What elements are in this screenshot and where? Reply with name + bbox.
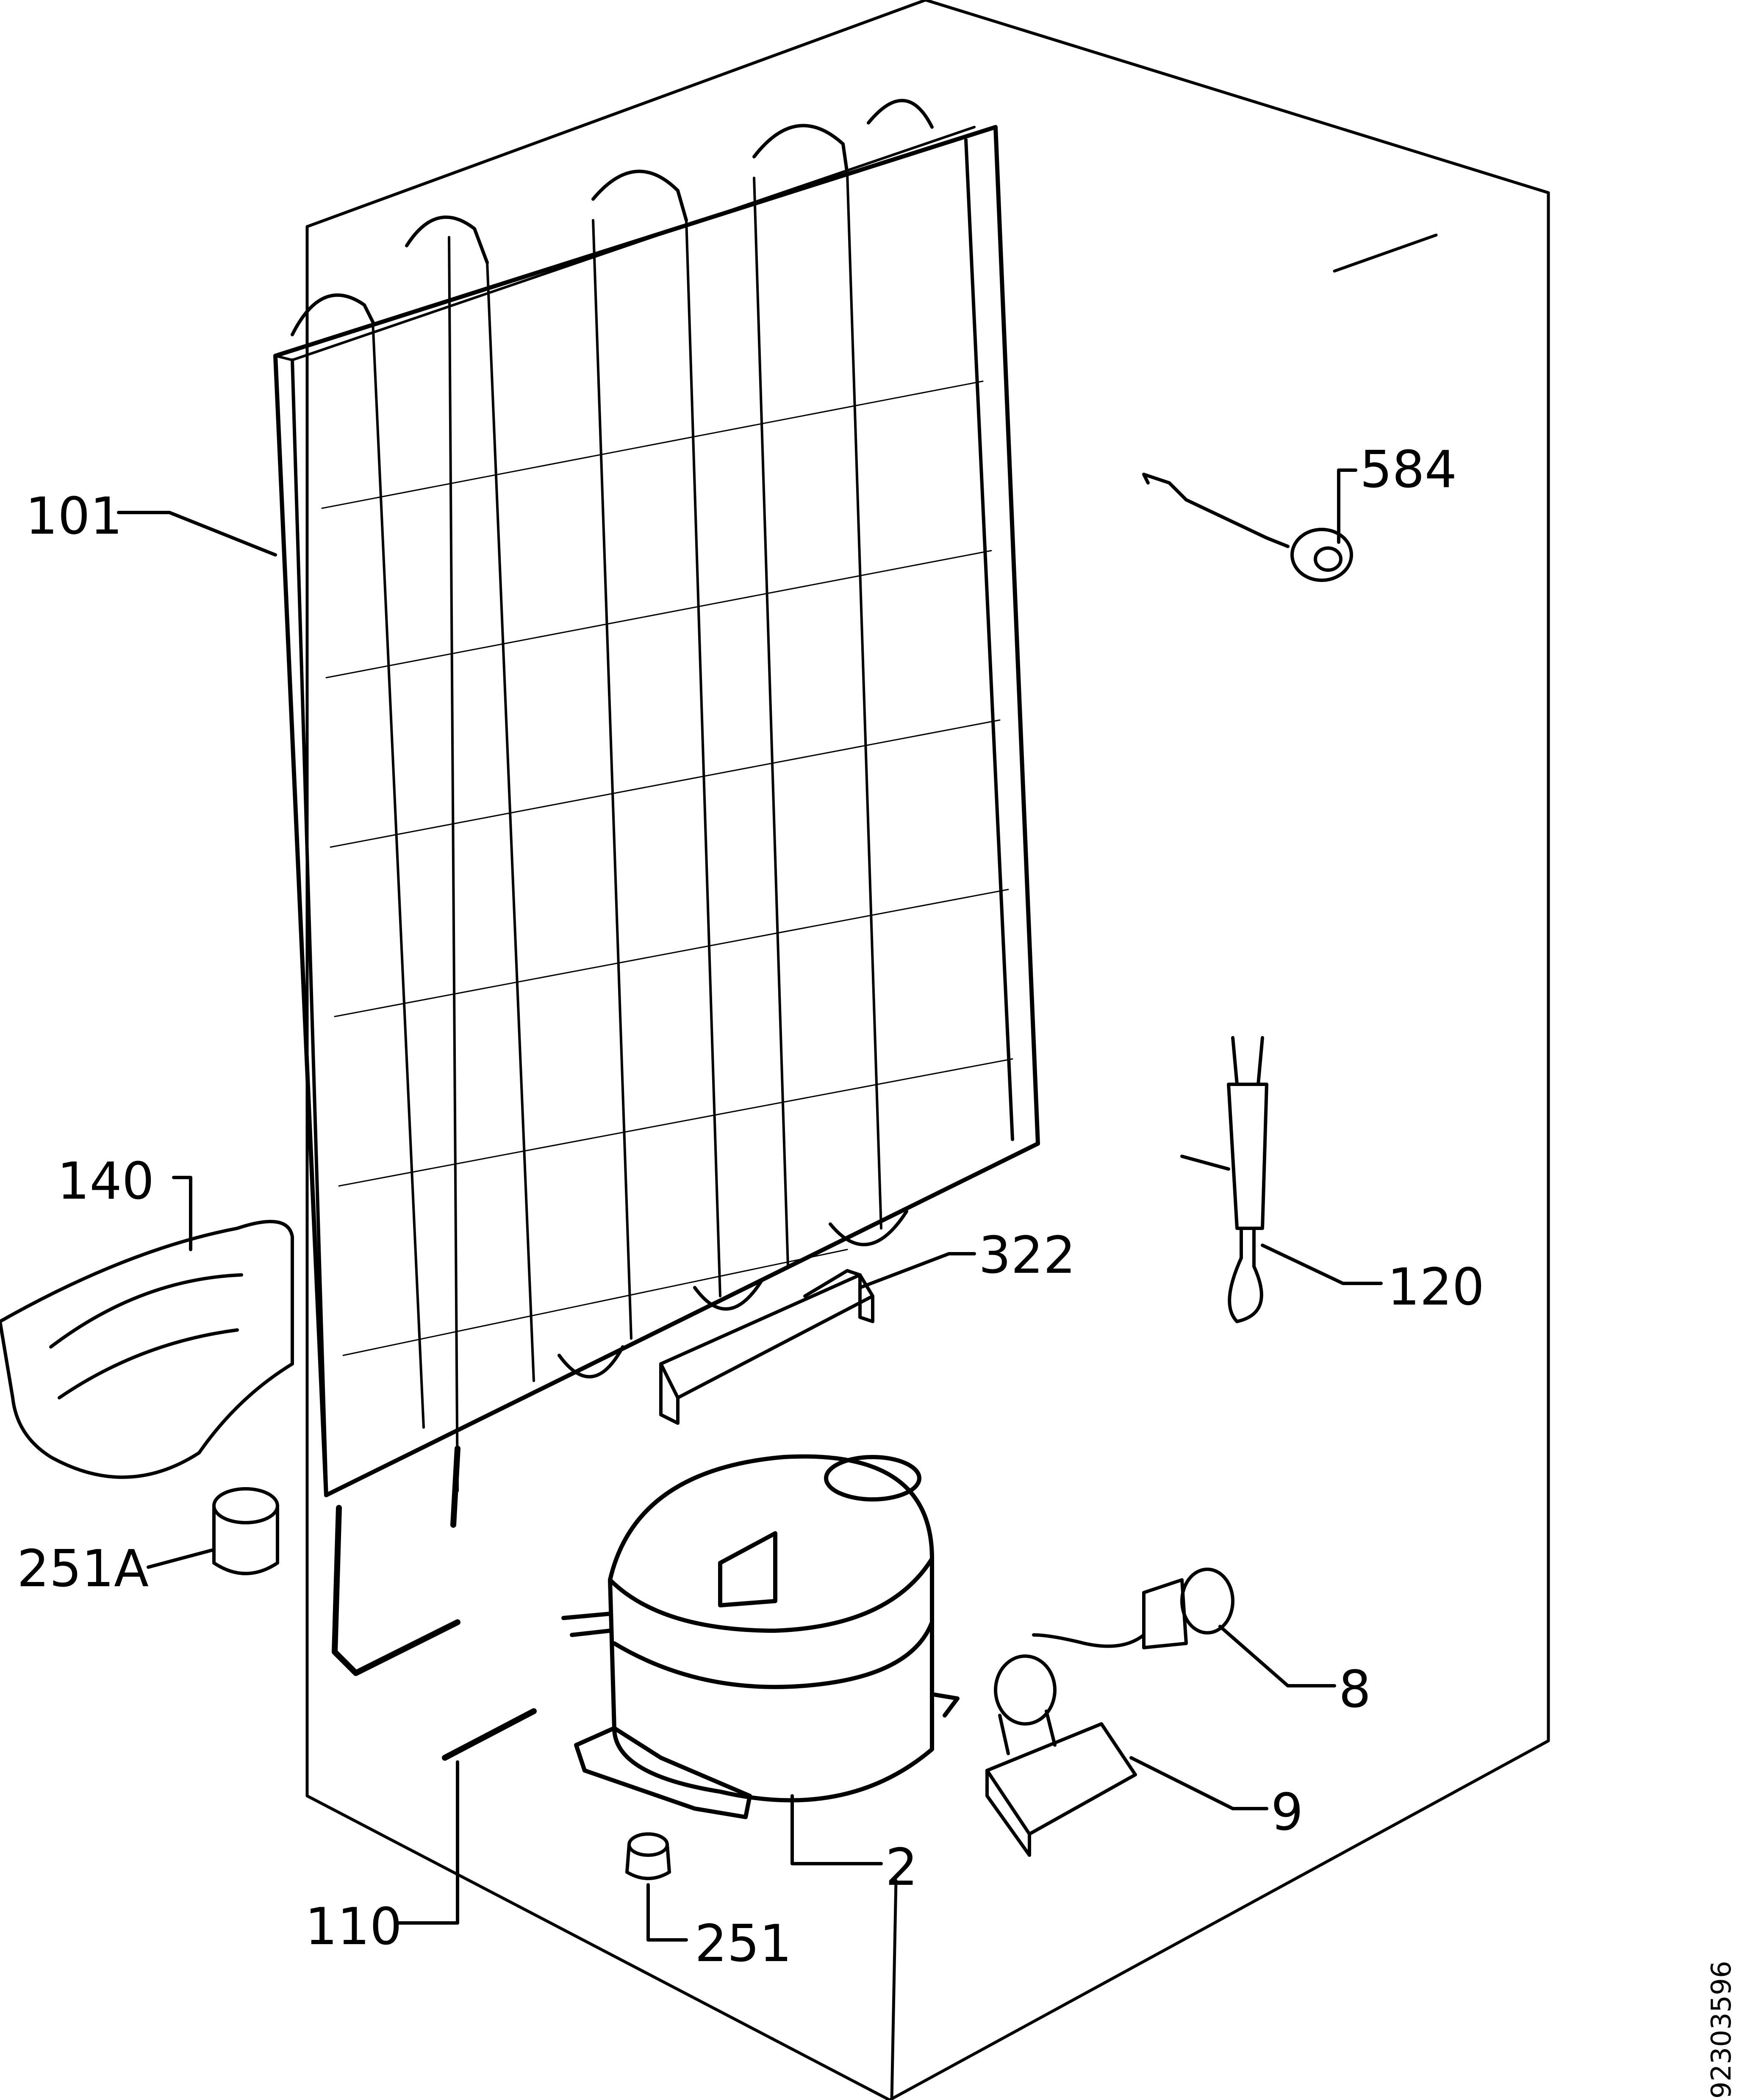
callout-120: 120	[1387, 1258, 1484, 1317]
callout-2: 2	[885, 1838, 918, 1897]
clamp	[985, 1654, 1137, 1857]
callout-322: 322	[979, 1226, 1076, 1285]
bracket	[659, 1269, 874, 1425]
drip-tray	[0, 1220, 294, 1479]
callout-110: 110	[305, 1898, 402, 1956]
leader-lines	[117, 468, 1383, 1942]
compressor	[561, 1454, 960, 1819]
thermostat-sensor-584	[1142, 473, 1353, 582]
callout-8: 8	[1339, 1660, 1371, 1719]
grommet	[625, 1832, 671, 1880]
relay	[1032, 1568, 1234, 1649]
callout-251: 251	[695, 1914, 792, 1973]
condenser-coil	[273, 99, 1040, 1497]
foam-plug-251a	[212, 1487, 279, 1575]
document-number: 92303596	[1706, 1961, 1737, 2099]
tube-pieces	[332, 1446, 537, 1761]
callout-101: 101	[25, 487, 122, 546]
callout-251a: 251A	[17, 1540, 149, 1599]
cabinet-outline	[305, 0, 1550, 2100]
sensor-120	[1180, 1036, 1268, 1323]
callout-140: 140	[57, 1152, 154, 1211]
callout-584: 584	[1360, 441, 1457, 499]
callout-9: 9	[1271, 1783, 1303, 1842]
